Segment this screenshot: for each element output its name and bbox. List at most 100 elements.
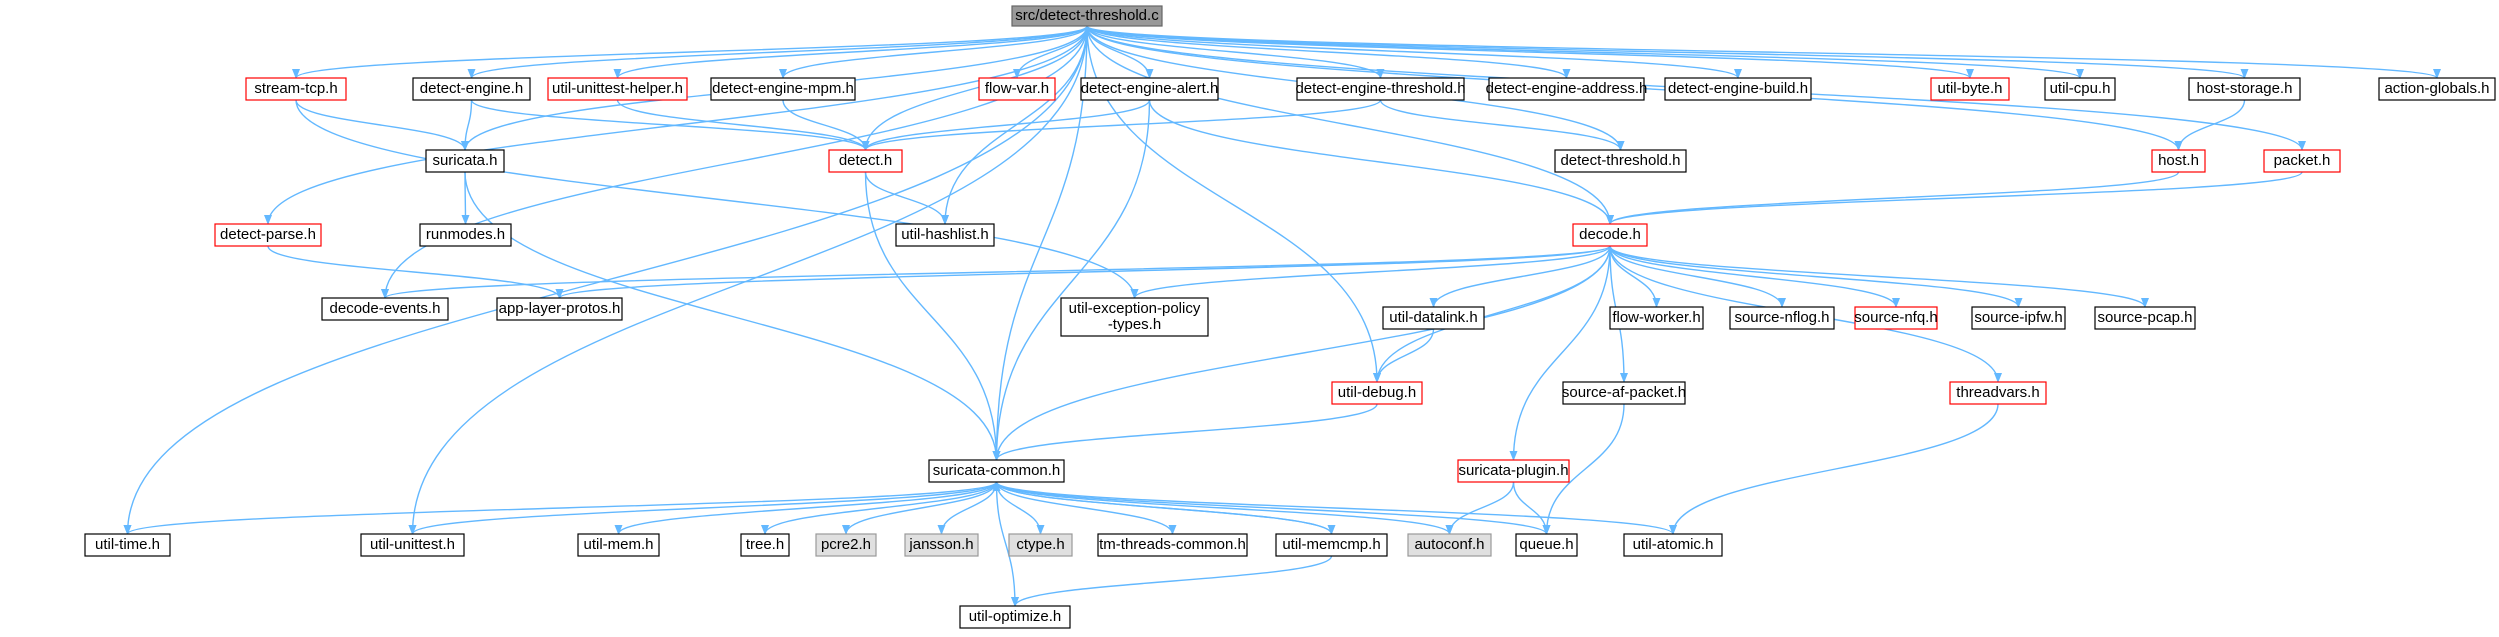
node-detect[interactable]: detect.h	[828, 149, 903, 173]
edge-stream_tcp-to-util_exception_policy	[295, 99, 1139, 299]
node-decode[interactable]: decode.h	[1572, 223, 1648, 247]
edge-root-to-util_cpu	[1086, 25, 2084, 79]
node-label: suricata.h	[432, 152, 497, 169]
node-action-globals[interactable]: action-globals.h	[2378, 77, 2496, 101]
node-suricata[interactable]: suricata.h	[425, 149, 505, 173]
node-jansson[interactable]: jansson.h	[904, 533, 979, 557]
node-threadvars[interactable]: threadvars.h	[1949, 381, 2047, 405]
edge-decode-to-suricata_plugin	[1509, 245, 1611, 461]
node-label: suricata-plugin.h	[1458, 462, 1568, 479]
node-util-atomic[interactable]: util-atomic.h	[1623, 533, 1723, 557]
edge-suricata_common-to-tree	[761, 481, 998, 535]
edge-root-to-detect_engine	[467, 25, 1088, 79]
node-packet[interactable]: packet.h	[2263, 149, 2341, 173]
node-util-unittest-helper[interactable]: util-unittest-helper.h	[547, 77, 688, 101]
node-label: util-exception-policy	[1069, 300, 1201, 317]
node-detect-parse[interactable]: detect-parse.h	[214, 223, 322, 247]
node-decode-events[interactable]: decode-events.h	[321, 297, 449, 321]
node-util-unittest[interactable]: util-unittest.h	[360, 533, 465, 557]
edge-decode-to-source_ipfw	[1609, 245, 2023, 308]
node-flow-worker[interactable]: flow-worker.h	[1609, 306, 1704, 330]
edge-detect_engine_alert-to-detect	[861, 99, 1151, 151]
edge-root-to-detect_engine_mpm	[779, 25, 1088, 79]
node-detect-engine[interactable]: detect-engine.h	[412, 77, 531, 101]
node-tm-threads-common[interactable]: tm-threads-common.h	[1097, 533, 1248, 557]
edge-detect_parse-to-app_layer_protos	[267, 245, 564, 299]
node-label: util-cpu.h	[2050, 80, 2111, 97]
node-util-cpu[interactable]: util-cpu.h	[2044, 77, 2116, 101]
node-detect-engine-mpm[interactable]: detect-engine-mpm.h	[710, 77, 856, 101]
node-source-af-packet[interactable]: source-af-packet.h	[1562, 381, 1686, 405]
node-label: detect-engine.h	[420, 80, 523, 97]
node-util-memcmp[interactable]: util-memcmp.h	[1275, 533, 1388, 557]
node-app-layer-protos[interactable]: app-layer-protos.h	[496, 297, 623, 321]
edge-detect_engine_threshold-to-detect_threshold	[1379, 99, 1625, 151]
node-queue[interactable]: queue.h	[1515, 533, 1578, 557]
node-label: detect-parse.h	[220, 226, 316, 243]
node-label: pcre2.h	[821, 536, 871, 553]
node-suricata-common[interactable]: suricata-common.h	[928, 459, 1065, 483]
node-label: source-ipfw.h	[1974, 309, 2062, 326]
edge-root-to-suricata_common	[992, 25, 1088, 461]
node-detect-engine-alert[interactable]: detect-engine-alert.h	[1080, 77, 1219, 101]
node-source-nfq[interactable]: source-nfq.h	[1854, 306, 1938, 330]
node-runmodes[interactable]: runmodes.h	[419, 223, 512, 247]
node-label: runmodes.h	[426, 226, 505, 243]
node-util-optimize[interactable]: util-optimize.h	[959, 605, 1071, 629]
edge-root-to-action_globals	[1086, 25, 2441, 79]
node-util-exception-policy[interactable]: util-exception-policy-types.h	[1060, 297, 1209, 337]
node-source-nflog[interactable]: source-nflog.h	[1729, 306, 1835, 330]
node-source-ipfw[interactable]: source-ipfw.h	[1971, 306, 2066, 330]
node-autoconf[interactable]: autoconf.h	[1407, 533, 1492, 557]
node-label: tm-threads-common.h	[1099, 536, 1246, 553]
node-tree[interactable]: tree.h	[740, 533, 790, 557]
node-util-mem[interactable]: util-mem.h	[577, 533, 660, 557]
node-detect-engine-threshold[interactable]: detect-engine-threshold.h	[1295, 77, 1466, 101]
edge-decode-to-suricata_common	[992, 245, 1611, 461]
node-util-debug[interactable]: util-debug.h	[1331, 381, 1423, 405]
node-label: source-af-packet.h	[1562, 384, 1686, 401]
node-label: util-datalink.h	[1389, 309, 1477, 326]
edge-host_storage-to-host	[2174, 99, 2246, 151]
node-ctype[interactable]: ctype.h	[1008, 533, 1073, 557]
node-pcre2[interactable]: pcre2.h	[815, 533, 877, 557]
node-label: flow-worker.h	[1612, 309, 1700, 326]
node-label: queue.h	[1519, 536, 1573, 553]
node-util-time[interactable]: util-time.h	[84, 533, 171, 557]
node-label: source-pcap.h	[2097, 309, 2192, 326]
edge-stream_tcp-to-suricata	[295, 99, 469, 151]
edge-suricata_common-to-util_mem	[614, 481, 998, 535]
edge-detect_engine-to-suricata	[461, 99, 473, 151]
edge-suricata_common-to-util_atomic	[995, 481, 1677, 535]
node-label: util-optimize.h	[969, 608, 1062, 625]
node-label: -types.h	[1108, 316, 1161, 333]
node-util-hashlist[interactable]: util-hashlist.h	[895, 223, 995, 247]
node-host[interactable]: host.h	[2151, 149, 2206, 173]
node-label: util-mem.h	[583, 536, 653, 553]
node-detect-engine-build[interactable]: detect-engine-build.h	[1664, 77, 1812, 101]
node-label: detect-engine-alert.h	[1081, 80, 1219, 97]
node-util-byte[interactable]: util-byte.h	[1930, 77, 2010, 101]
node-label: detect-engine-threshold.h	[1295, 80, 1465, 97]
node-label: host-storage.h	[2197, 80, 2293, 97]
node-label: util-time.h	[95, 536, 160, 553]
edge-decode-to-util_exception_policy	[1130, 245, 1611, 299]
node-label: action-globals.h	[2384, 80, 2489, 97]
node-host-storage[interactable]: host-storage.h	[2188, 77, 2301, 101]
node-source-pcap[interactable]: source-pcap.h	[2094, 306, 2196, 330]
edge-detect_engine_alert-to-decode	[1148, 99, 1614, 225]
node-label: ctype.h	[1016, 536, 1064, 553]
node-detect-threshold[interactable]: detect-threshold.h	[1554, 149, 1687, 173]
node-util-datalink[interactable]: util-datalink.h	[1382, 306, 1485, 330]
node-stream-tcp[interactable]: stream-tcp.h	[245, 77, 347, 101]
edge-suricata_common-to-pcre2	[842, 481, 998, 535]
edge-util_memcmp-to-suricata_common	[992, 481, 1333, 535]
edge-decode-to-decode_events	[381, 245, 1611, 299]
edge-root-to-util_unittest	[408, 25, 1088, 535]
node-suricata-plugin[interactable]: suricata-plugin.h	[1457, 459, 1570, 483]
node-flow-var[interactable]: flow-var.h	[978, 77, 1056, 101]
node-detect-engine-address[interactable]: detect-engine-address.h	[1486, 77, 1648, 101]
node-label: detect-engine-build.h	[1668, 80, 1808, 97]
